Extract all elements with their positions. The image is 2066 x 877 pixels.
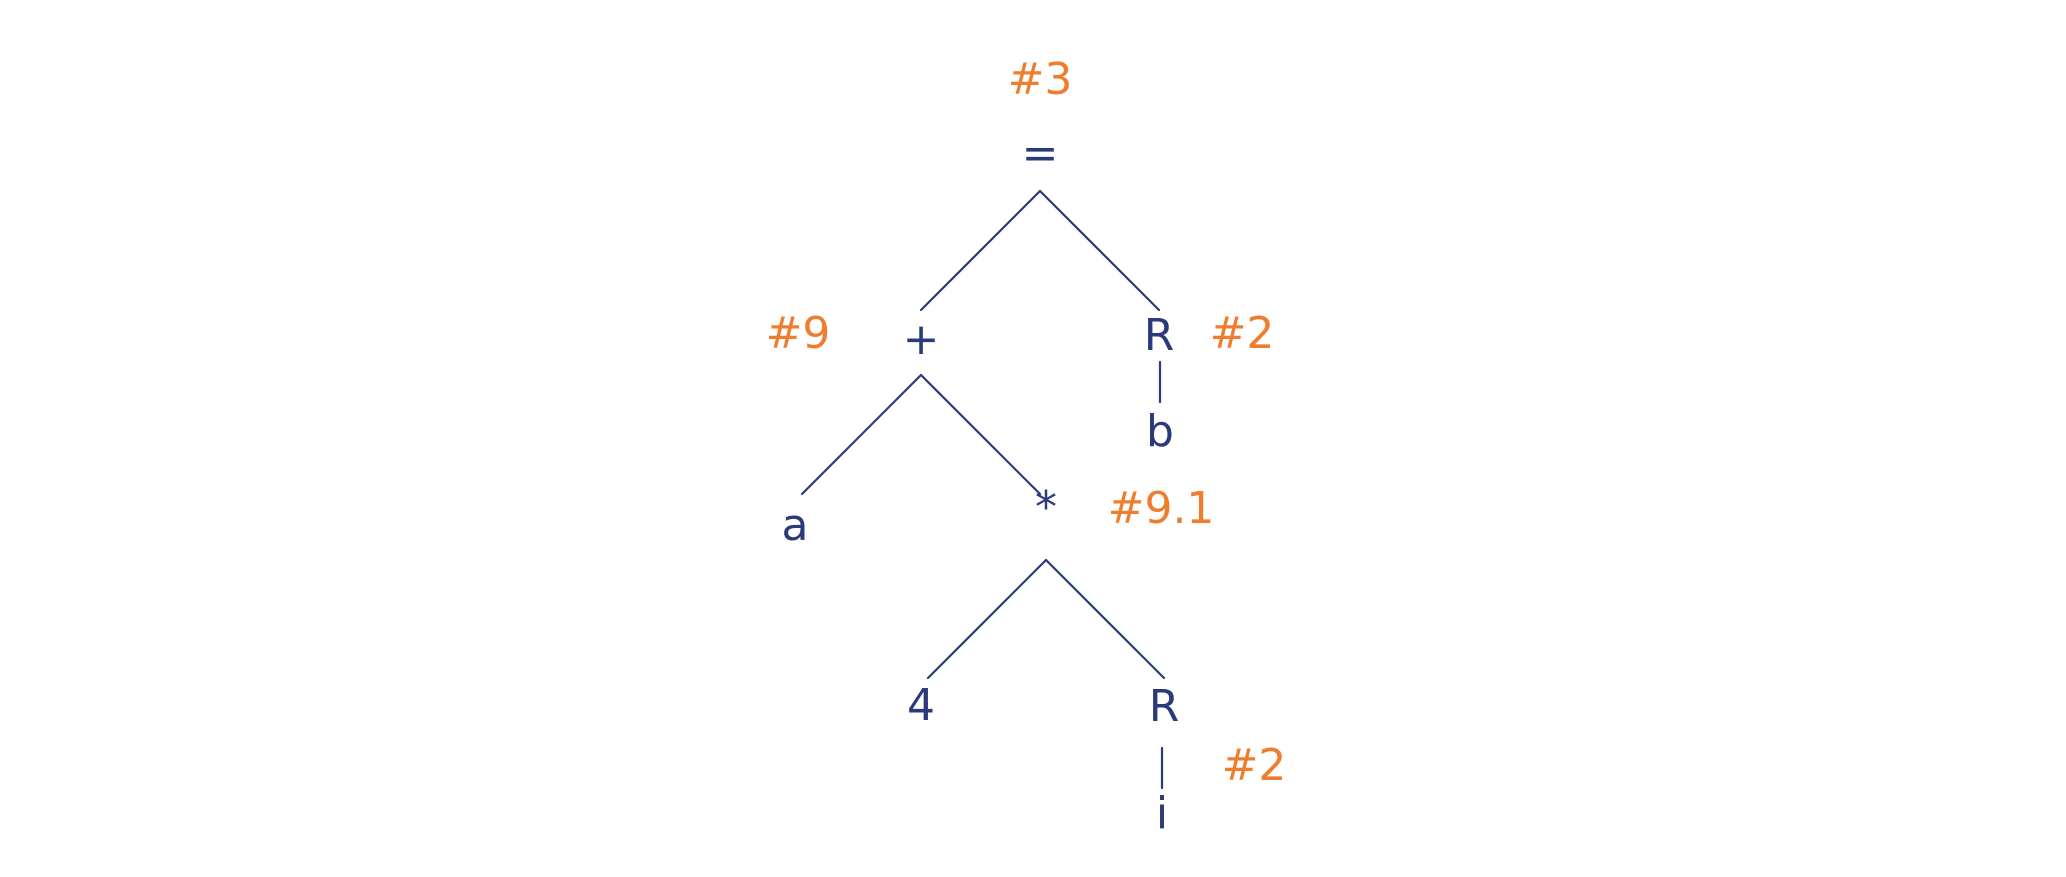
- node-i: i: [1156, 788, 1168, 839]
- node-r-bottom: R: [1149, 681, 1180, 732]
- node-b: b: [1146, 406, 1174, 457]
- edge-eq-plus: [919, 189, 1042, 312]
- edge-plus-a: [800, 373, 923, 496]
- edge-eq-r-top: [1038, 189, 1161, 312]
- annotation-r-top: #2: [1210, 308, 1275, 359]
- annotation-star: #9.1: [1108, 483, 1215, 534]
- annotation-plus: #9: [766, 308, 831, 359]
- node-equals: =: [1022, 128, 1059, 179]
- node-four: 4: [907, 680, 935, 731]
- edge-star-four: [926, 558, 1048, 680]
- edge-plus-star: [919, 373, 1042, 496]
- edge-star-r-bottom: [1044, 558, 1166, 680]
- annotation-r-bottom: #2: [1222, 740, 1287, 791]
- node-a: a: [782, 500, 809, 551]
- node-plus: +: [903, 314, 940, 365]
- annotation-root: #3: [1008, 54, 1073, 105]
- node-r-top: R: [1144, 310, 1175, 361]
- node-star: *: [1035, 482, 1057, 533]
